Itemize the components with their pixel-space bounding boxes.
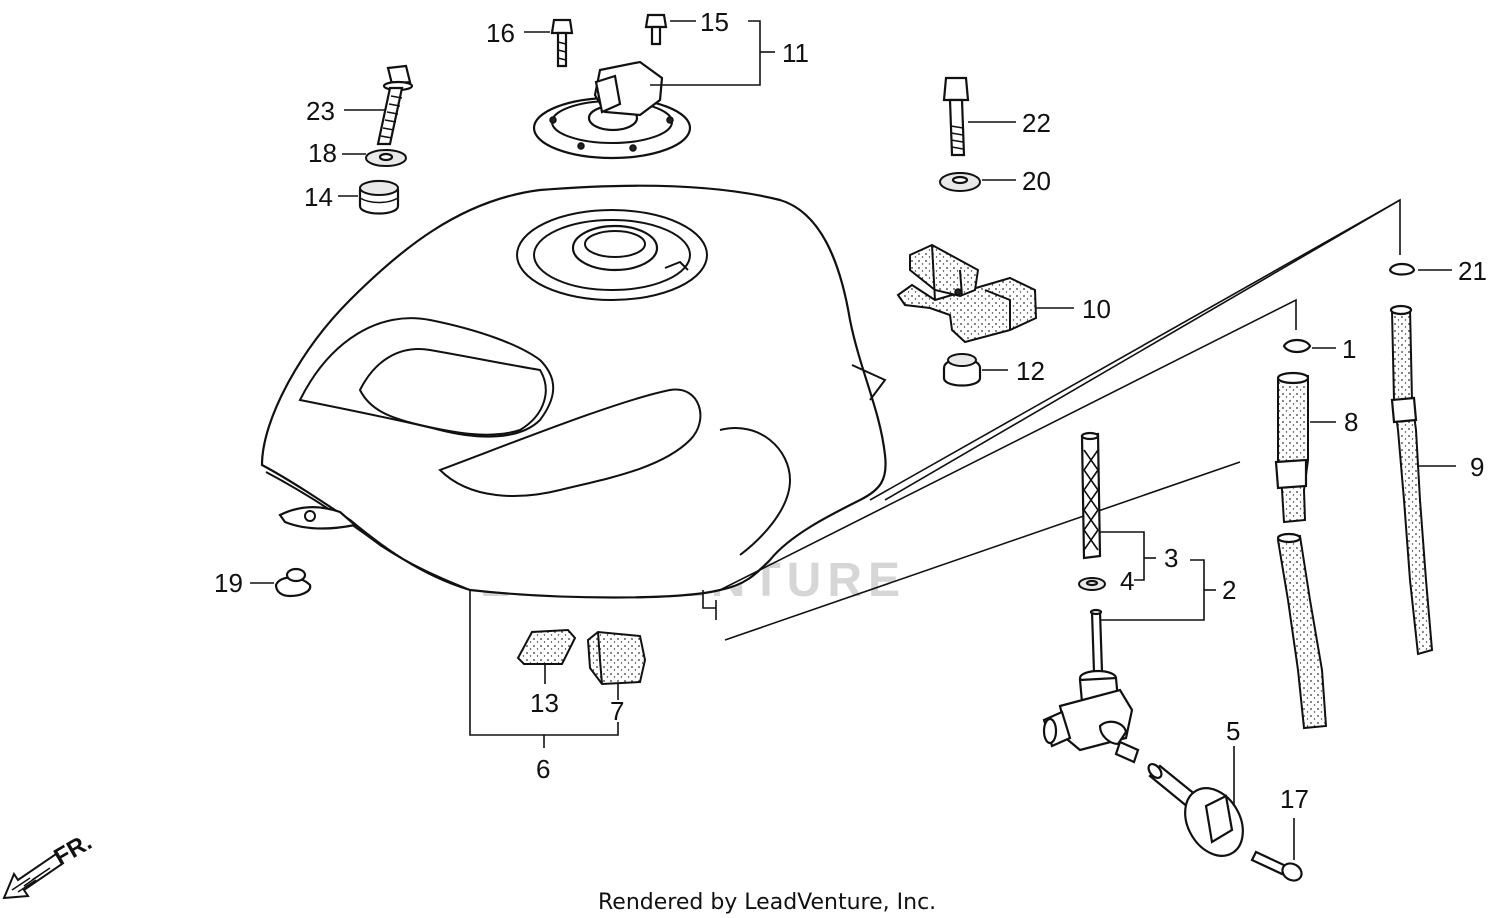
part-3-strainer xyxy=(1080,431,1156,581)
callout-18: 18 xyxy=(308,138,337,168)
callout-2: 2 xyxy=(1222,575,1236,605)
part-17-screw xyxy=(1250,818,1303,882)
fuel-tank xyxy=(260,184,887,620)
part-2-fuel-valve xyxy=(1042,559,1216,764)
callout-20: 20 xyxy=(1022,166,1051,196)
callout-19: 19 xyxy=(214,568,243,598)
part-11-fuel-cap xyxy=(532,20,775,160)
part-18-washer xyxy=(342,149,407,167)
callout-4: 4 xyxy=(1120,566,1134,596)
callout-6-leader xyxy=(469,590,619,748)
callout-1: 1 xyxy=(1342,334,1356,364)
callout-21: 21 xyxy=(1458,256,1487,286)
part-9-hose xyxy=(1389,304,1456,656)
callout-labels: 1 2 3 4 5 6 7 8 9 10 11 12 13 14 15 16 1… xyxy=(214,7,1487,814)
part-8-hose xyxy=(1274,371,1336,730)
callout-8: 8 xyxy=(1344,407,1358,437)
part-21-clip xyxy=(1388,262,1452,276)
part-1-clip xyxy=(1282,338,1336,354)
callout-13: 13 xyxy=(530,688,559,718)
callout-14: 14 xyxy=(304,182,333,212)
part-16-screw xyxy=(524,18,574,68)
callout-23: 23 xyxy=(306,96,335,126)
part-22-bolt xyxy=(942,76,1016,157)
front-arrow-icon xyxy=(2,852,64,900)
part-15-screw xyxy=(644,13,696,46)
part-7-cushion xyxy=(586,630,647,700)
callout-10: 10 xyxy=(1082,294,1111,324)
part-14-rubber xyxy=(338,179,400,215)
part-20-washer xyxy=(939,172,1016,192)
part-19-grommet xyxy=(250,567,312,598)
part-13-pad xyxy=(516,628,577,684)
part-10-bracket xyxy=(896,243,1074,344)
callout-5: 5 xyxy=(1226,716,1240,746)
front-direction-indicator: FR. xyxy=(2,828,96,900)
callout-7: 7 xyxy=(610,696,624,726)
callout-11: 11 xyxy=(782,38,809,68)
part-4-washer xyxy=(1078,577,1106,591)
callout-12: 12 xyxy=(1016,356,1045,386)
callout-15: 15 xyxy=(700,7,729,37)
callout-17: 17 xyxy=(1280,784,1309,814)
callout-16: 16 xyxy=(486,18,515,48)
guide-lines xyxy=(719,198,1401,641)
callout-3: 3 xyxy=(1164,543,1178,573)
callout-9: 9 xyxy=(1470,452,1484,482)
part-23-bolt xyxy=(344,64,414,146)
part-12-grommet xyxy=(942,353,1008,387)
callout-6: 6 xyxy=(536,754,550,784)
callout-22: 22 xyxy=(1022,108,1051,138)
render-credit: Rendered by LeadVenture, Inc. xyxy=(598,890,936,915)
part-5-lever xyxy=(1147,746,1244,857)
